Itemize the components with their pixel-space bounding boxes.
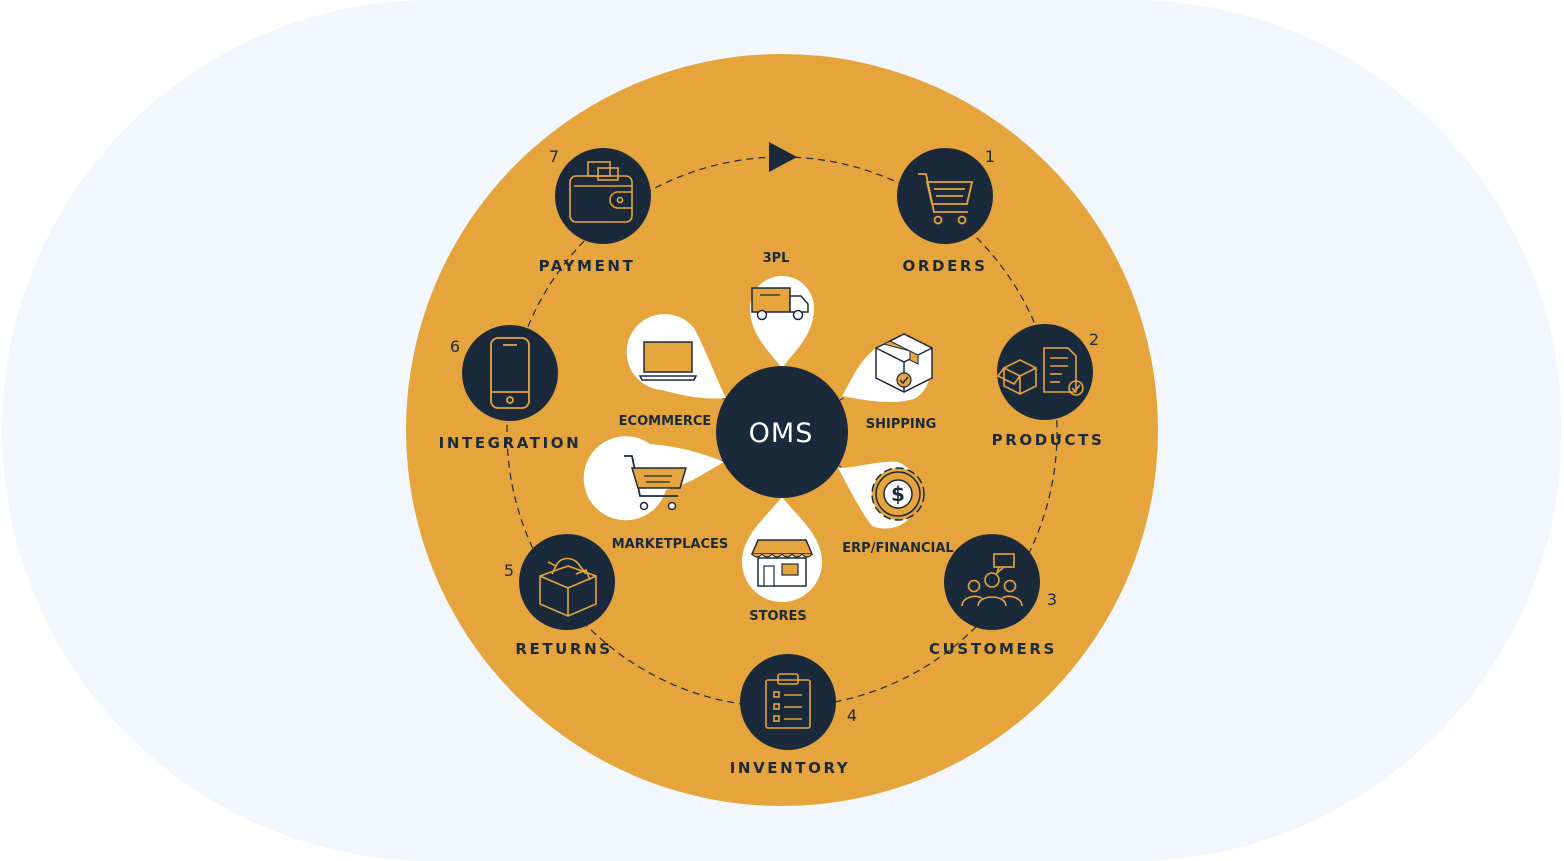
laptop-icon xyxy=(638,341,698,381)
step-payment-circle xyxy=(555,148,651,244)
step-label: ORDERS xyxy=(903,257,988,275)
storefront-icon xyxy=(750,539,814,587)
step-payment: 7 PAYMENT xyxy=(539,147,651,275)
step-number: 6 xyxy=(450,337,460,356)
step-label: RETURNS xyxy=(515,640,612,658)
step-orders: 1 ORDERS xyxy=(897,147,995,275)
step-label: PRODUCTS xyxy=(992,431,1105,449)
step-number: 4 xyxy=(847,706,857,725)
step-label: INTEGRATION xyxy=(439,434,582,452)
oms-hub-circle xyxy=(716,366,848,498)
step-integration-circle xyxy=(462,325,558,421)
svg-text:$: $ xyxy=(891,482,905,506)
clipboard-list-icon xyxy=(765,673,811,729)
package-box-icon xyxy=(875,333,933,393)
petal-3pl xyxy=(750,276,814,368)
marketplace-cart-icon xyxy=(624,455,688,511)
hub-label: OMS xyxy=(749,418,814,449)
step-inventory-circle xyxy=(740,654,836,750)
step-number: 1 xyxy=(985,147,995,166)
play-arrow-icon xyxy=(769,142,797,172)
petal-label-shipping: SHIPPING xyxy=(866,417,937,432)
step-label: INVENTORY xyxy=(730,759,851,777)
petal-label-ecommerce: ECOMMERCE xyxy=(619,414,712,429)
petal-shipping xyxy=(842,333,933,403)
step-number: 3 xyxy=(1047,590,1057,609)
petal-marketplaces xyxy=(583,436,724,521)
step-label: CUSTOMERS xyxy=(929,640,1057,658)
step-number: 5 xyxy=(504,561,514,580)
petal-label-erp-financial: ERP/FINANCIAL xyxy=(842,541,953,556)
oms-hub: OMS xyxy=(716,366,848,498)
step-number: 7 xyxy=(549,147,559,166)
petal-label-stores: STORES xyxy=(749,609,807,624)
cycle-dashed-path xyxy=(506,156,1058,708)
petal-ecommerce xyxy=(626,314,726,399)
dollar-gear-icon: $ xyxy=(871,467,925,521)
step-label: PAYMENT xyxy=(539,257,636,275)
petal-label-marketplaces: MARKETPLACES xyxy=(612,537,729,552)
step-number: 2 xyxy=(1089,330,1099,349)
step-returns: 5 RETURNS xyxy=(504,534,615,658)
shopping-cart-icon xyxy=(918,173,974,225)
petal-label-3pl: 3PL xyxy=(763,251,790,266)
step-inventory: 4 INVENTORY xyxy=(730,654,857,777)
step-integration: 6 INTEGRATION xyxy=(439,325,582,452)
petal-erp-financial: $ xyxy=(838,461,925,529)
delivery-truck-icon xyxy=(751,287,809,321)
return-box-icon xyxy=(539,557,597,617)
step-customers: 3 CUSTOMERS xyxy=(929,534,1057,658)
product-box-checklist-icon xyxy=(996,347,1084,396)
petal-stores xyxy=(742,497,822,602)
step-products: 2 PRODUCTS xyxy=(992,324,1105,449)
wallet-icon xyxy=(569,161,633,223)
smartphone-icon xyxy=(490,337,530,409)
step-customers-circle xyxy=(944,534,1040,630)
customers-group-icon xyxy=(961,553,1023,607)
